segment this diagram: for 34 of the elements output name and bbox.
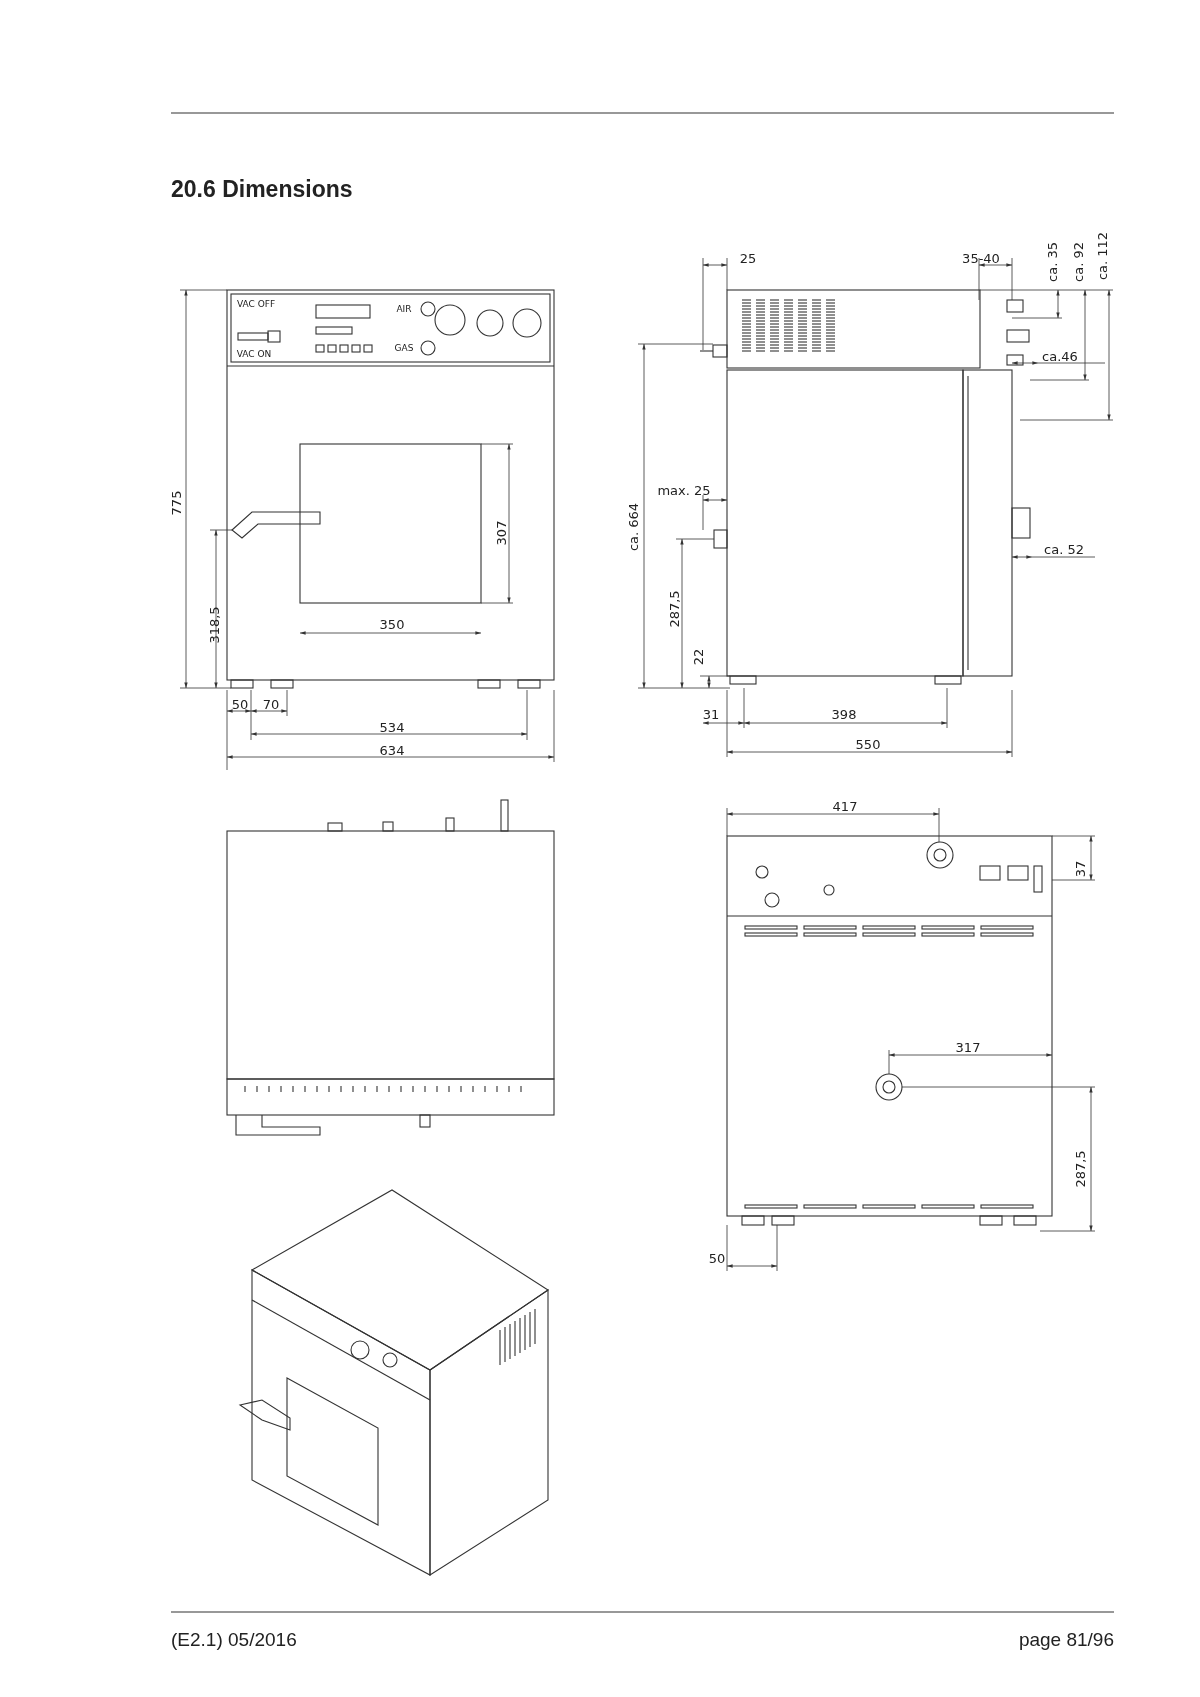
dimension-label: 550 xyxy=(855,737,881,751)
dimension-label: 50 xyxy=(231,697,249,711)
page-number: page 81/96 xyxy=(1018,1629,1114,1649)
dimension-label: 775 xyxy=(169,490,183,516)
dimension-label: 37 xyxy=(1073,860,1087,878)
dimension-label: ca. 92 xyxy=(1071,242,1085,282)
dimension-label: 50 xyxy=(708,1251,726,1265)
dimension-label: 287,5 xyxy=(1073,1150,1087,1188)
dimension-label: 534 xyxy=(379,720,405,734)
panel-label: VAC OFF xyxy=(236,299,276,309)
dimension-label: ca. 52 xyxy=(1044,542,1084,556)
dimension-label: ca. 664 xyxy=(626,502,640,552)
dimension-label: 22 xyxy=(691,648,705,666)
dimension-label: ca.46 xyxy=(1042,349,1078,363)
dimension-label: 634 xyxy=(379,743,405,757)
dimension-label: 398 xyxy=(831,707,857,721)
dimension-label: 70 xyxy=(262,697,280,711)
panel-label: GAS xyxy=(394,343,414,353)
panel-label: AIR xyxy=(396,304,412,314)
dimension-label: 35-40 xyxy=(962,251,1000,265)
dimension-label: 31 xyxy=(702,707,720,721)
dimension-label: 307 xyxy=(494,520,508,546)
panel-label: VAC ON xyxy=(236,349,272,359)
dimension-label: 317 xyxy=(955,1040,981,1054)
dimension-label: 25 xyxy=(739,251,757,265)
dimension-label: max. 25 xyxy=(657,483,711,497)
dimension-label: 417 xyxy=(832,799,858,813)
footer-text: (E2.1) 05/2016 xyxy=(171,1629,297,1649)
section-title: 20.6 Dimensions xyxy=(171,176,353,203)
dimension-label: 318,5 xyxy=(207,606,221,644)
dimension-label: ca. 35 xyxy=(1045,242,1059,282)
dimension-label: 287,5 xyxy=(667,590,681,628)
dimension-label: ca. 112 xyxy=(1095,231,1109,281)
dimension-label: 350 xyxy=(379,617,405,631)
